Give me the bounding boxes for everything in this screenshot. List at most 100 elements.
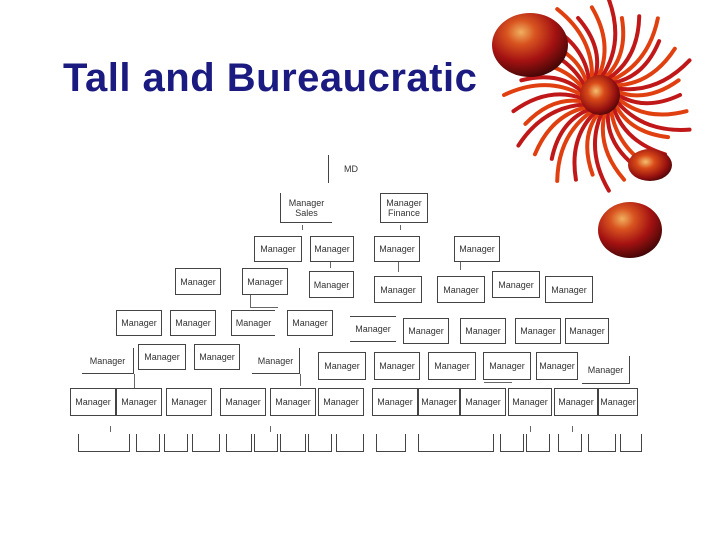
bottom-box [280,434,306,452]
manager-box: Manager [309,271,354,298]
connector-stub [330,262,331,268]
manager-box: Manager [374,352,420,380]
bottom-box [164,434,188,452]
firework-spoke [572,110,598,182]
manager-box: Manager [483,352,531,380]
manager-box: Manager [536,352,578,380]
firework-spoke [613,102,671,140]
manager-box: Manager [598,388,638,416]
firework-spoke [523,98,586,126]
manager-box: Manager [374,236,420,262]
connector-stub [110,426,111,432]
manager-box: Manager [318,352,366,380]
firework-spoke [555,109,594,183]
firework-spoke [613,46,677,88]
manager-box: Manager [220,388,266,416]
bottom-box [558,434,582,452]
firework-spoke [614,58,692,92]
red-sphere-large-icon [492,13,568,77]
manager-box: Manager [418,388,460,416]
bottom-box [500,434,524,452]
firework-spoke [616,93,682,106]
manager-box: Manager [310,236,354,262]
connector-stub [460,262,461,270]
bottom-box [254,434,278,452]
bottom-box [526,434,550,452]
manager-box: Manager [428,352,476,380]
slide-title: Tall and Bureaucratic [63,56,478,100]
firework-spoke [615,96,689,117]
manager-box: Manager [138,344,186,370]
firework-spoke [532,105,589,157]
connector-stub [134,374,135,388]
bottom-box [192,434,220,452]
manager-box: Manager [403,318,449,344]
bottom-box [308,434,332,452]
bottom-box [226,434,252,452]
firework-spoke [502,83,584,97]
connector-stub [400,225,401,230]
firework-spoke [599,0,618,80]
manager-box: Manager [454,236,500,262]
manager-box: Manager [545,276,593,303]
connector-stub [250,295,251,307]
firework-center-icon [580,75,620,115]
manager-box: Manager [287,310,333,336]
manager-box: Manager [508,388,552,416]
manager-box: Manager [70,388,116,416]
manager-box: Manager [372,388,418,416]
connector-stub [250,307,278,308]
firework-spoke [600,110,627,182]
manager-box: Manager [82,348,134,374]
manager-box: Manager [270,388,316,416]
firework-spoke [608,16,660,83]
bottom-box [336,434,364,452]
bottom-box [376,434,406,452]
connector-stub [302,225,303,230]
firework-spoke [576,16,600,80]
firework-spoke [615,78,681,98]
manager-box: Manager [515,318,561,344]
firework-spoke [516,102,587,148]
bottom-box [620,434,642,452]
manager-box: Manager [492,271,540,298]
manager-box: Manager [460,318,506,344]
manager-box: Manager [252,348,300,374]
manager-finance-box: Manager Finance [380,193,428,223]
red-sphere-lower-icon [598,202,662,258]
manager-box: Manager [582,356,630,384]
manager-box: Manager [318,388,364,416]
manager-sales-box: Manager Sales [280,193,332,223]
manager-box: Manager [374,276,422,303]
manager-box: Manager [350,316,396,342]
firework-spoke [602,16,626,80]
connector-stub [530,426,531,432]
manager-box: Manager [194,344,240,370]
bottom-box [588,434,616,452]
connector-stub [572,426,573,432]
connector-stub [398,262,399,272]
bottom-box [418,434,494,452]
manager-box: Manager [254,236,302,262]
firework-spoke [614,99,692,132]
firework-spoke [511,92,585,114]
manager-box: Manager [554,388,598,416]
manager-box: Manager [170,310,216,336]
bottom-box [78,434,130,452]
manager-box: Manager [116,310,162,336]
manager-box: Manager [242,268,288,295]
manager-box: Manager [437,276,485,303]
manager-box: Manager [565,318,609,344]
manager-box: Manager [231,310,275,336]
connector-stub [484,382,512,383]
md-box: MD [328,155,373,183]
red-sphere-small-icon [628,149,672,181]
firework-spoke [519,75,585,94]
manager-box: Manager [460,388,506,416]
connector-stub [300,374,301,386]
firework-spoke [611,39,662,85]
firework-spoke [555,7,594,81]
manager-box: Manager [116,388,162,416]
